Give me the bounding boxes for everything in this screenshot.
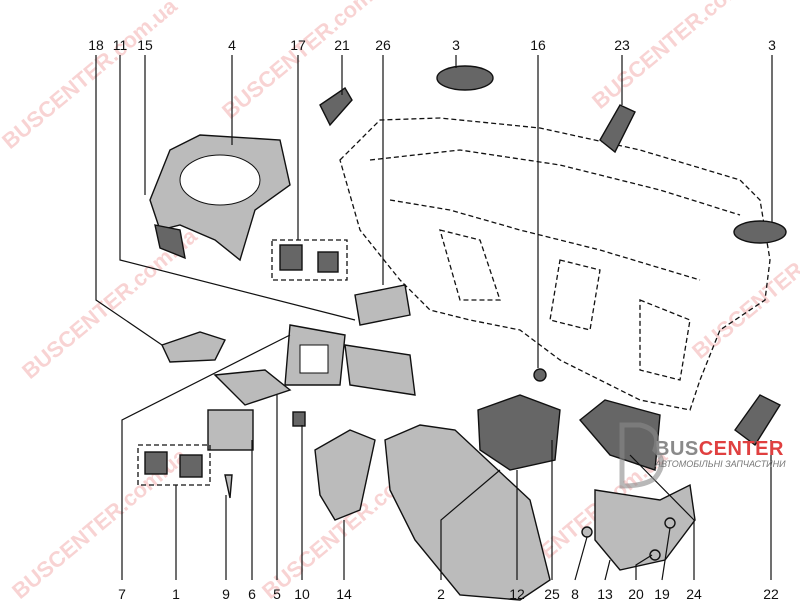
callout-label: 9 [222,586,230,602]
callout-label: 25 [544,586,560,602]
callout-label: 13 [597,586,613,602]
callout-label: 3 [452,37,460,53]
callout-label: 11 [113,37,128,53]
watermark-text: BUSCENTER.com.ua [587,0,772,114]
logo-b-icon [619,422,664,489]
callout-label: 6 [248,586,256,602]
leader-lines [95,55,773,581]
logo-bus: BUS [655,438,699,460]
callout-label: 3 [768,37,776,53]
dashboard-outline [339,117,771,411]
callout-label: 17 [290,37,306,53]
callout-label: 8 [571,586,579,602]
bottom-callouts: 7 1 9 6 5 10 14 2 12 25 8 13 20 19 24 22 [118,586,779,602]
logo-title: BUSCENTER [655,438,786,461]
watermark-text: BUSCENTER.com.ua [0,0,182,154]
callout-label: 23 [614,37,630,53]
callout-label: 20 [628,586,644,602]
callout-label: 18 [88,37,104,53]
buscenter-logo: BUSCENTER АВТОМОБІЛЬНІ ЗАПЧАСТИНИ [655,438,786,469]
parts [137,65,787,601]
callout-label: 24 [686,586,702,602]
callout-label: 12 [509,586,525,602]
callout-label: 4 [228,37,236,53]
logo-subtitle: АВТОМОБІЛЬНІ ЗАПЧАСТИНИ [655,459,786,469]
callout-label: 5 [273,586,281,602]
logo-center: CENTER [698,438,784,460]
callout-label: 21 [334,37,350,53]
callout-label: 22 [763,586,779,602]
callout-label: 26 [375,37,391,53]
top-callouts: 18 11 15 4 17 21 26 3 16 23 3 [88,37,776,53]
callout-label: 10 [294,586,310,602]
callout-label: 7 [118,586,126,602]
callout-label: 14 [336,586,352,602]
callout-label: 16 [530,37,546,53]
callout-label: 19 [654,586,670,602]
callout-label: 1 [172,586,180,602]
watermark-text: BUSCENTER.com.ua [217,0,402,124]
callout-label: 2 [437,586,445,602]
callout-label: 15 [137,37,153,53]
